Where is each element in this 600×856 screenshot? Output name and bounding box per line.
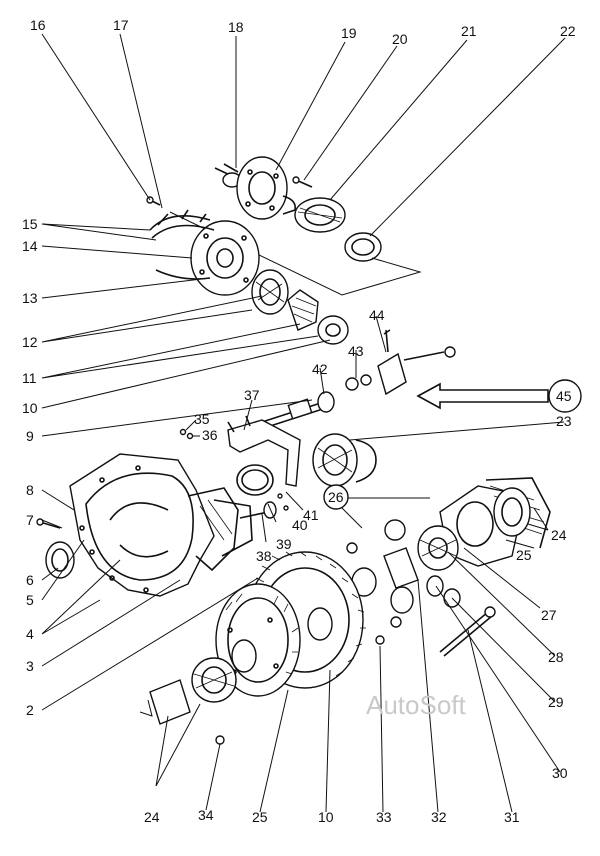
label-26: 26 — [328, 489, 344, 505]
part-plug-34 — [215, 735, 225, 745]
part-shift-rod-42 — [261, 391, 335, 429]
label-6: 6 — [26, 572, 34, 588]
label-31: 31 — [504, 809, 520, 825]
callout-26: 26 — [323, 484, 349, 510]
part-labels: 16 17 18 19 20 21 22 15 14 13 12 11 10 9… — [22, 17, 582, 825]
label-7: 7 — [26, 512, 34, 528]
label-24-right: 24 — [551, 527, 567, 543]
label-13: 13 — [22, 290, 38, 306]
label-15: 15 — [22, 216, 38, 232]
label-44: 44 — [369, 307, 385, 323]
label-4: 4 — [26, 626, 34, 642]
label-16: 16 — [30, 17, 46, 33]
label-25-right: 25 — [516, 547, 532, 563]
part-shift-fork-37 — [227, 415, 301, 487]
part-sleeve-23 — [312, 433, 377, 487]
part-bolt-33 — [375, 635, 385, 645]
part-cover-plate-44 — [377, 329, 456, 396]
label-14: 14 — [22, 238, 38, 254]
part-washer-6 — [45, 541, 75, 579]
label-12: 12 — [22, 334, 38, 350]
label-41: 41 — [303, 507, 319, 523]
label-39: 39 — [276, 536, 292, 552]
part-flange-19 — [236, 156, 297, 220]
assembly-arrow-45 — [416, 382, 549, 410]
part-housing-cup-21 — [294, 197, 346, 233]
label-29: 29 — [548, 694, 564, 710]
part-pinion-gear-11 — [287, 289, 349, 345]
callout-45: 45 — [548, 379, 582, 413]
label-36: 36 — [202, 427, 218, 443]
part-pins-38-40 — [239, 493, 289, 519]
label-32: 32 — [431, 809, 447, 825]
label-37: 37 — [244, 387, 260, 403]
label-5: 5 — [26, 592, 34, 608]
label-11: 11 — [22, 370, 37, 386]
part-side-gear-27 — [417, 525, 459, 571]
part-bearing-24 — [149, 657, 237, 725]
label-17: 17 — [113, 17, 129, 33]
label-33: 33 — [376, 809, 392, 825]
label-3: 3 — [26, 658, 34, 674]
label-2: 2 — [26, 702, 34, 718]
part-small-bolts-35-36 — [179, 428, 194, 440]
label-27: 27 — [541, 607, 557, 623]
part-diff-case-25 — [215, 583, 301, 697]
label-34: 34 — [198, 807, 214, 823]
part-pin-31 — [439, 606, 496, 657]
part-snap-ring-41 — [236, 464, 274, 496]
label-45: 45 — [556, 388, 572, 404]
part-planet-gears — [346, 519, 461, 628]
watermark-text: AutoSoft — [366, 690, 467, 720]
part-main-housing — [69, 453, 253, 597]
label-43: 43 — [348, 343, 364, 359]
label-25-bottom: 25 — [252, 809, 268, 825]
label-21: 21 — [461, 23, 477, 39]
part-bearing-housing-13 — [190, 220, 260, 296]
label-20: 20 — [392, 31, 408, 47]
label-10-top: 10 — [22, 400, 38, 416]
parts-drawing — [36, 156, 551, 745]
label-30: 30 — [552, 765, 568, 781]
label-10-bottom: 10 — [318, 809, 334, 825]
label-9: 9 — [26, 428, 34, 444]
leader-lines — [41, 33, 566, 813]
label-18: 18 — [228, 19, 244, 35]
label-23: 23 — [556, 413, 572, 429]
label-19: 19 — [341, 25, 357, 41]
bracket-24-bottom — [139, 699, 153, 717]
part-diff-case-right — [439, 477, 551, 567]
part-bolt-7 — [36, 518, 61, 529]
part-spring-43 — [345, 374, 372, 391]
label-42: 42 — [312, 361, 328, 377]
label-8: 8 — [26, 482, 34, 498]
label-22: 22 — [560, 23, 576, 39]
part-shims-15 — [149, 209, 215, 280]
label-28: 28 — [548, 649, 564, 665]
part-seal-22 — [344, 232, 382, 262]
label-35: 35 — [194, 411, 210, 427]
label-24-bottom: 24 — [144, 809, 160, 825]
part-screw-20 — [292, 176, 313, 188]
label-38: 38 — [256, 548, 272, 564]
label-40: 40 — [292, 517, 308, 533]
part-bearing-12 — [251, 269, 289, 315]
